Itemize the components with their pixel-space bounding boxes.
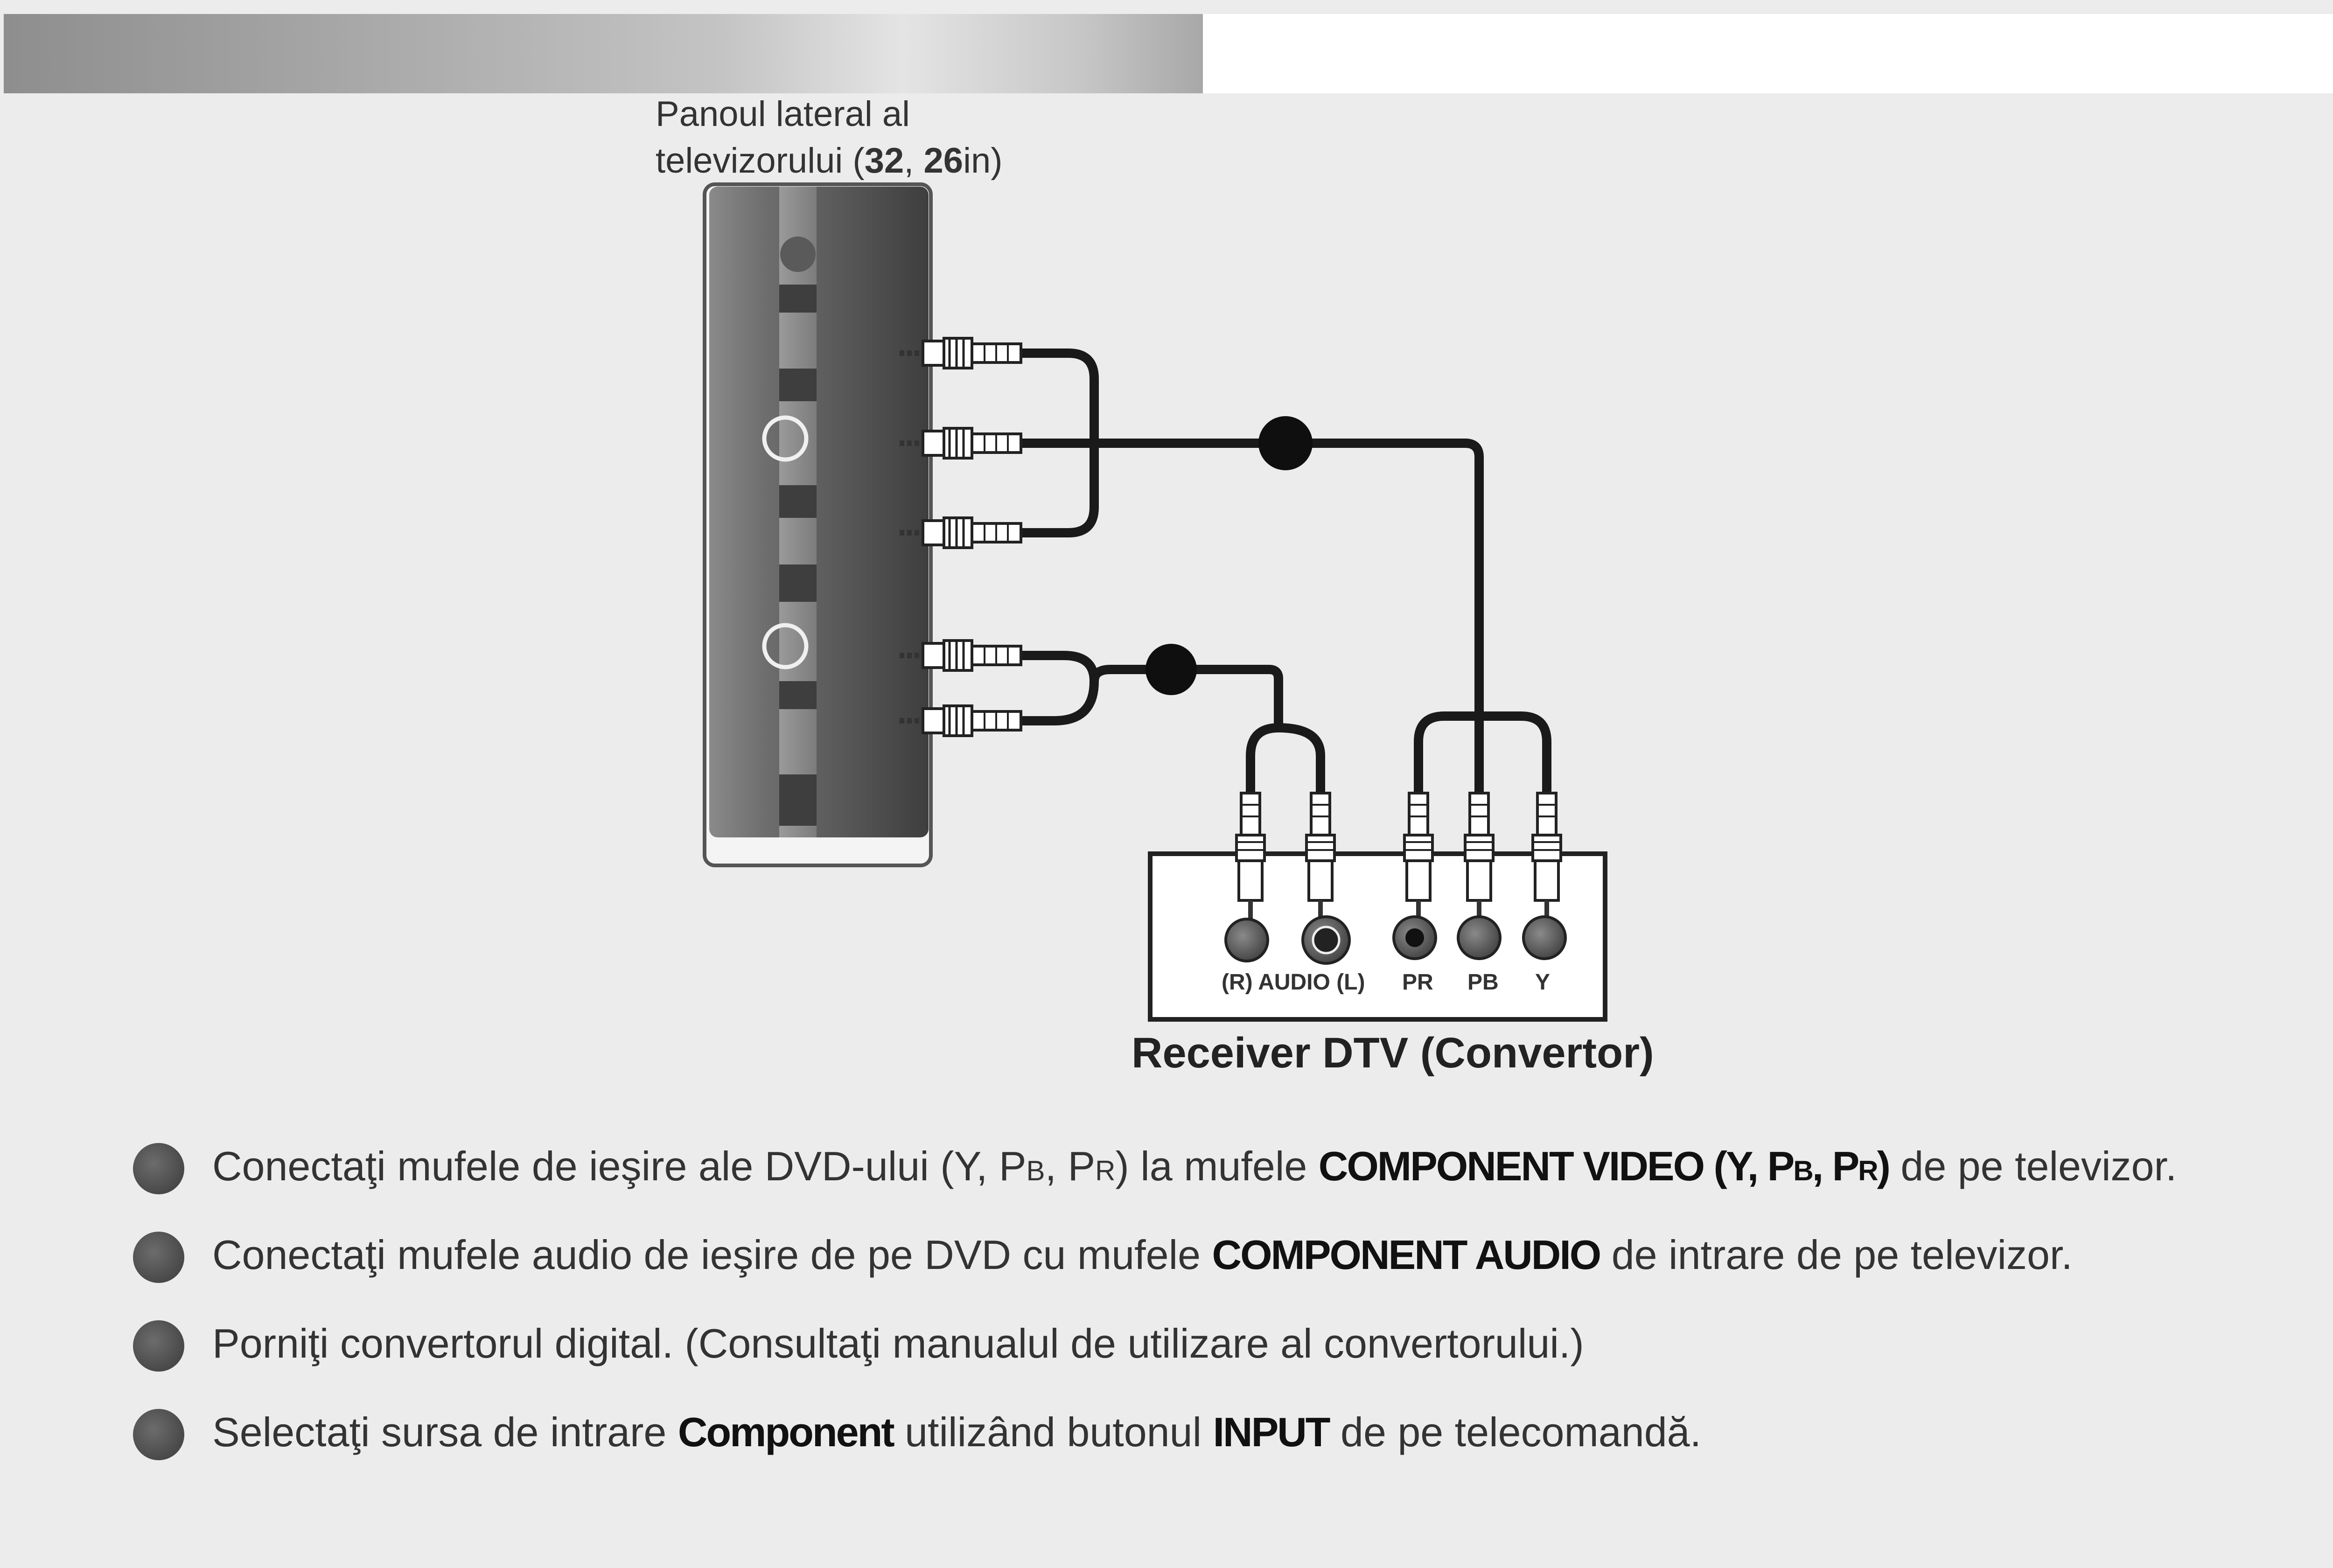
instruction-step-4: Selectaţi sursa de intrare Component uti… xyxy=(133,1404,2333,1493)
step1-text-a: Conectaţi mufele de ieşire ale DVD-ului … xyxy=(212,1143,1027,1189)
step4-text-b: utilizând butonul xyxy=(893,1409,1213,1455)
tv-panel-label-line2: televizorului (32, 26in) xyxy=(656,138,1003,184)
jack-label-y: Y xyxy=(1535,970,1551,995)
tv-panel-label-sep: , xyxy=(904,141,924,181)
panel-port-icon xyxy=(762,415,809,462)
tv-panel-label-prefix: televizorului ( xyxy=(656,141,865,181)
step1-bold-a: COMPONENT VIDEO (Y, P xyxy=(1318,1143,1795,1189)
tv-panel-label: Panoul lateral al televizorului (32, 26i… xyxy=(656,91,1003,184)
bullet-icon xyxy=(133,1232,184,1283)
receiver-jacks xyxy=(1224,915,1567,965)
tv-panel-label-line1: Panoul lateral al xyxy=(656,94,910,134)
audio-cable-junction xyxy=(1146,644,1197,695)
audio-cable-split xyxy=(1246,723,1325,798)
jack-label-pr: PR xyxy=(1402,970,1433,995)
bullet-icon xyxy=(133,1320,184,1372)
header-bar xyxy=(4,14,1203,93)
instruction-list: Conectaţi mufele de ieşire ale DVD-ului … xyxy=(133,1138,2333,1493)
step2-bold: COMPONENT AUDIO xyxy=(1212,1232,1602,1278)
step1-bold-c: ) xyxy=(1877,1143,1891,1189)
receiver-plugs xyxy=(1235,792,1562,919)
jack-label-pb: PB xyxy=(1467,970,1499,995)
step1-text-b: , P xyxy=(1045,1143,1096,1189)
step4-bold-component: Component xyxy=(678,1409,895,1455)
panel-port-icon xyxy=(762,623,809,669)
step1-bold-sub-b: B xyxy=(1793,1155,1813,1186)
step4-bold-input: INPUT xyxy=(1213,1409,1331,1455)
receiver-title: Receiver DTV (Convertor) xyxy=(1132,1029,1654,1077)
step1-bold-b: , P xyxy=(1812,1143,1860,1189)
audio-cable-main xyxy=(1090,665,1283,730)
step4-text-a: Selectaţi sursa de intrare xyxy=(212,1409,678,1455)
tv-plugs xyxy=(900,337,1022,737)
cables xyxy=(1015,348,1551,798)
step1-sub-r: R xyxy=(1095,1155,1116,1186)
video-cable-split xyxy=(1414,711,1551,798)
tv-side-panel xyxy=(703,182,933,867)
step2-text-a: Conectaţi mufele audio de ieşire de pe D… xyxy=(212,1232,1212,1278)
bullet-icon xyxy=(133,1143,184,1194)
header-blank xyxy=(1203,14,2333,93)
jack-label-audio: (R) AUDIO (L) xyxy=(1222,970,1365,995)
step2-text-b: de intrare de pe televizor. xyxy=(1600,1232,2073,1278)
step1-text-c: ) la mufele xyxy=(1115,1143,1319,1189)
instruction-step-2: Conectaţi mufele audio de ieşire de pe D… xyxy=(133,1227,2333,1316)
bullet-icon xyxy=(133,1409,184,1460)
step3-text: Porniţi convertorul digital. (Consultaţi… xyxy=(212,1320,1584,1366)
instruction-step-3: Porniţi convertorul digital. (Consultaţi… xyxy=(133,1316,2333,1404)
tv-panel-label-suffix: in) xyxy=(963,141,1003,181)
step1-sub-b: B xyxy=(1026,1155,1045,1186)
step1-text-d: de pe televizor. xyxy=(1889,1143,2177,1189)
step4-text-c: de pe telecomandă. xyxy=(1329,1409,1702,1455)
video-cable-junction xyxy=(1258,416,1313,470)
pb-jack xyxy=(1457,915,1502,960)
audio-cable-loop xyxy=(1015,651,1099,725)
tv-size-26: 26 xyxy=(923,141,964,181)
step1-bold-sub-r: R xyxy=(1858,1155,1878,1186)
audio-r-jack xyxy=(1224,918,1269,962)
y-jack xyxy=(1522,915,1567,960)
video-cable-main xyxy=(1015,439,1484,798)
tv-size-32: 32 xyxy=(864,141,904,181)
instruction-step-1: Conectaţi mufele de ieşire ale DVD-ului … xyxy=(133,1138,2333,1227)
